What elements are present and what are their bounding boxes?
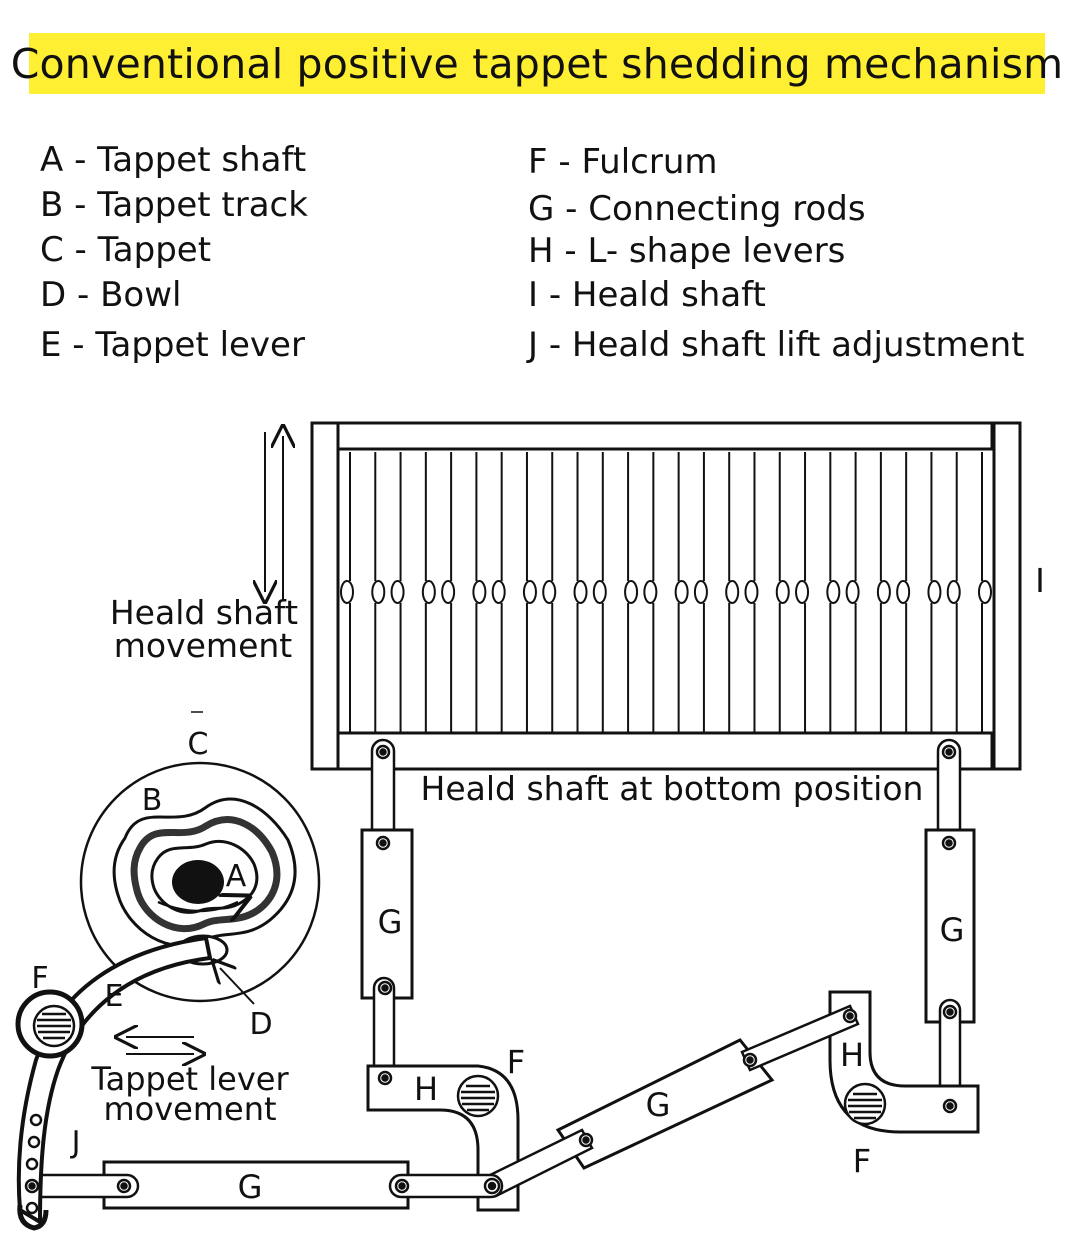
page-title: Conventional positive tappet shedding me…	[10, 39, 1064, 88]
legend-item-b: B - Tappet track	[40, 185, 308, 225]
legend-item-e: E - Tappet lever	[40, 325, 305, 365]
connecting-rod-bottom	[102, 1160, 410, 1210]
label-e: E	[105, 979, 124, 1014]
label-j: J	[70, 1125, 81, 1160]
connecting-rod-left	[360, 828, 414, 1000]
heald-eye	[978, 580, 992, 604]
diagonal-links	[482, 1004, 860, 1198]
heald-eye	[624, 580, 639, 604]
heald-eye	[522, 580, 537, 604]
heald-eye	[421, 580, 436, 604]
label-c: C	[188, 727, 209, 762]
legend-item-g: G - Connecting rods	[528, 189, 866, 229]
heald-eye	[491, 580, 506, 604]
heald-eye	[744, 580, 759, 604]
heald-movement-arrow	[265, 432, 283, 600]
heald-eye	[927, 580, 942, 604]
label-a: A	[226, 859, 247, 894]
heald-movement-label-2: movement	[114, 626, 293, 665]
heald-eye	[472, 580, 487, 604]
heald-eye	[826, 580, 841, 604]
heald-eye	[441, 580, 456, 604]
label-h-left: H	[414, 1070, 438, 1108]
l-lever-left-pin	[377, 1070, 393, 1086]
heald-eye	[643, 580, 658, 604]
tappet-lever-movement-label-2: movement	[103, 1090, 276, 1128]
heald-eye	[390, 580, 405, 604]
heald-bottom-label: Heald shaft at bottom position	[421, 769, 924, 808]
label-i: I	[1035, 561, 1045, 600]
legend-item-j: J - Heald shaft lift adjustment	[528, 325, 1025, 365]
title-banner: Conventional positive tappet shedding me…	[11, 33, 1063, 94]
heald-eye	[845, 580, 860, 604]
heald-eye	[775, 580, 790, 604]
legend-item-d: D - Bowl	[40, 275, 182, 315]
legend-item-a: A - Tappet shaft	[40, 140, 307, 180]
heald-eye	[795, 580, 810, 604]
label-h-right: H	[840, 1036, 864, 1074]
heald-eye	[592, 580, 607, 604]
label-g-left: G	[378, 903, 403, 941]
legend-item-c: C - Tappet	[40, 230, 212, 270]
heald-eye	[946, 580, 961, 604]
legend-item-f: F - Fulcrum	[528, 142, 718, 182]
tappet-lever-movement-label-1: Tappet lever	[90, 1060, 289, 1098]
lift-adjustment-holes	[24, 1113, 43, 1215]
label-g-bottom: G	[238, 1168, 263, 1206]
bottom-rod-links	[22, 1173, 504, 1199]
tappet-shaft	[172, 860, 224, 904]
label-f-tappet: F	[31, 961, 48, 996]
heald-eye	[876, 580, 891, 604]
heald-movement-label-1: Heald shaft	[110, 593, 298, 632]
heald-eye	[674, 580, 689, 604]
heald-wires	[340, 452, 992, 733]
tappet-track	[112, 797, 297, 947]
label-b: B	[142, 783, 163, 818]
label-g-right: G	[940, 911, 965, 949]
heald-eye	[896, 580, 911, 604]
heald-eye	[573, 580, 588, 604]
l-lever-right-pin	[942, 1098, 958, 1114]
heald-eye	[371, 580, 386, 604]
label-f-right-lever: F	[853, 1142, 871, 1180]
heald-eye	[725, 580, 740, 604]
label-f-left-lever: F	[507, 1043, 525, 1081]
label-g-diagonal: G	[646, 1086, 671, 1124]
fulcrum-right-lever	[843, 1082, 887, 1126]
bowl-pointer	[220, 968, 255, 1005]
heald-shaft-frame	[310, 421, 1022, 771]
heald-eye	[542, 580, 557, 604]
heald-eye	[340, 580, 354, 604]
tappet-lever-movement-arrows	[126, 1037, 194, 1054]
label-d: D	[249, 1007, 272, 1042]
connecting-rod-right	[924, 828, 976, 1024]
tappet-lever-fulcrum	[15, 989, 85, 1059]
legend-item-h: H - L- shape levers	[528, 231, 846, 271]
legend-item-i: I - Heald shaft	[528, 275, 766, 315]
fulcrum-left-lever	[456, 1074, 500, 1118]
heald-eye	[693, 580, 708, 604]
